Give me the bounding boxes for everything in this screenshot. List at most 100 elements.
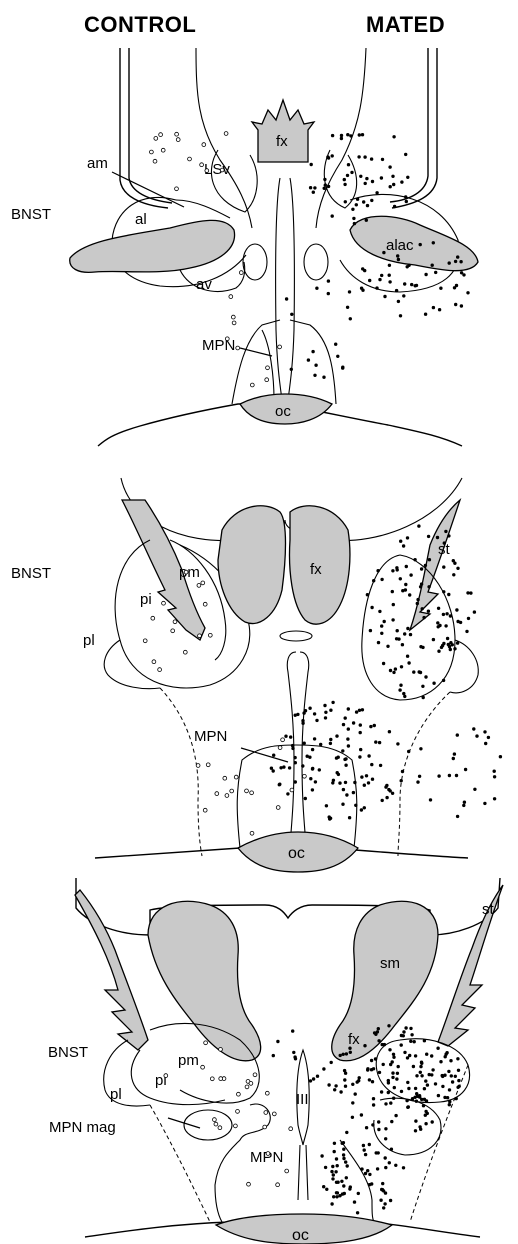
labeled-cell-dot — [381, 158, 384, 161]
labeled-cell-dot — [409, 1040, 412, 1043]
labeled-cell-dot — [352, 721, 355, 724]
control-cell-dot — [213, 1118, 217, 1122]
control-cell-dot — [188, 157, 192, 161]
labeled-cell-dot — [472, 727, 475, 730]
labeled-cell-dot — [382, 1206, 385, 1209]
labeled-cell-dot — [366, 204, 369, 207]
labeled-cell-dot — [411, 1097, 414, 1100]
labeled-cell-dot — [272, 1054, 275, 1057]
labeled-cell-dot — [442, 613, 445, 616]
labeled-cell-dot — [453, 752, 456, 755]
labeled-cell-dot — [338, 781, 341, 784]
labeled-cell-dot — [364, 1153, 367, 1156]
control-cell-dot — [162, 601, 166, 605]
labeled-cell-dot — [416, 602, 419, 605]
labeled-cell-dot — [464, 768, 467, 771]
labeled-cell-dot — [419, 1065, 422, 1068]
labeled-cell-dot — [291, 1029, 294, 1032]
top-alac-label: alac — [386, 237, 414, 254]
labeled-cell-dot — [396, 629, 399, 632]
labeled-cell-dot — [323, 187, 326, 190]
labeled-cell-dot — [346, 737, 349, 740]
labeled-cell-dot — [437, 774, 440, 777]
labeled-cell-dot — [356, 1080, 359, 1083]
labeled-cell-dot — [367, 781, 370, 784]
labeled-cell-dot — [406, 176, 409, 179]
top-mpn-inner — [262, 330, 274, 400]
labeled-cell-dot — [424, 273, 427, 276]
labeled-cell-dot — [322, 376, 325, 379]
labeled-cell-dot — [377, 1120, 380, 1123]
top-oc-label: oc — [275, 403, 291, 420]
labeled-cell-dot — [412, 1065, 415, 1068]
labeled-cell-dot — [318, 768, 321, 771]
labeled-cell-dot — [420, 1061, 423, 1064]
labeled-cell-dot — [375, 1151, 378, 1154]
labeled-cell-dot — [360, 808, 363, 811]
labeled-cell-dot — [402, 544, 405, 547]
labeled-cell-dot — [392, 135, 395, 138]
labeled-cell-dot — [282, 765, 285, 768]
labeled-cell-dot — [483, 802, 486, 805]
bottom-left-dashed-border — [150, 1105, 210, 1222]
labeled-cell-dot — [424, 675, 427, 678]
labeled-cell-dot — [412, 670, 415, 673]
labeled-cell-dot — [358, 1076, 361, 1079]
labeled-cell-dot — [308, 756, 311, 759]
labeled-cell-dot — [335, 1195, 338, 1198]
labeled-cell-dot — [400, 180, 403, 183]
labeled-cell-dot — [469, 591, 472, 594]
control-cell-dot — [203, 602, 207, 606]
labeled-cell-dot — [372, 579, 375, 582]
labeled-cell-dot — [452, 573, 455, 576]
labeled-cell-dot — [314, 780, 317, 783]
labeled-cell-dot — [303, 742, 306, 745]
control-cell-dot — [175, 187, 179, 191]
labeled-cell-dot — [327, 279, 330, 282]
labeled-cell-dot — [336, 1181, 339, 1184]
labeled-cell-dot — [438, 624, 441, 627]
labeled-cell-dot — [475, 734, 478, 737]
labeled-cell-dot — [403, 695, 406, 698]
labeled-cell-dot — [347, 744, 350, 747]
labeled-cell-dot — [419, 747, 422, 750]
labeled-cell-dot — [436, 621, 439, 624]
labeled-cell-dot — [493, 797, 496, 800]
control-cell-dot — [225, 337, 229, 341]
control-cell-dot — [263, 1125, 267, 1129]
labeled-cell-dot — [449, 648, 452, 651]
labeled-cell-dot — [363, 1044, 366, 1047]
labeled-cell-dot — [335, 1191, 338, 1194]
labeled-cell-dot — [448, 1088, 451, 1091]
control-cell-dot — [143, 639, 147, 643]
control-cell-dot — [281, 738, 285, 742]
labeled-cell-dot — [331, 701, 334, 704]
labeled-cell-dot — [302, 711, 305, 714]
labeled-cell-dot — [466, 591, 469, 594]
labeled-cell-dot — [402, 1166, 405, 1169]
labeled-cell-dot — [270, 767, 273, 770]
labeled-cell-dot — [347, 163, 350, 166]
labeled-cell-dot — [425, 1099, 428, 1102]
labeled-cell-dot — [368, 279, 371, 282]
labeled-cell-dot — [345, 1131, 348, 1134]
labeled-cell-dot — [313, 374, 316, 377]
labeled-cell-dot — [438, 308, 441, 311]
labeled-cell-dot — [359, 175, 362, 178]
top-right-small-oval — [304, 244, 328, 280]
labeled-cell-dot — [407, 661, 410, 664]
labeled-cell-dot — [415, 1074, 418, 1077]
labeled-cell-dot — [322, 1185, 325, 1188]
labeled-cell-dot — [404, 588, 407, 591]
labeled-cell-dot — [447, 534, 450, 537]
labeled-cell-dot — [325, 804, 328, 807]
control-cell-dot — [278, 746, 282, 750]
labeled-cell-dot — [290, 313, 293, 316]
labeled-cell-dot — [431, 1120, 434, 1123]
labeled-cell-dot — [467, 617, 470, 620]
labeled-cell-dot — [343, 183, 346, 186]
labeled-cell-dot — [418, 775, 421, 778]
labeled-cell-dot — [409, 633, 412, 636]
labeled-cell-dot — [375, 191, 378, 194]
mid-right-dashed-border — [398, 692, 450, 856]
